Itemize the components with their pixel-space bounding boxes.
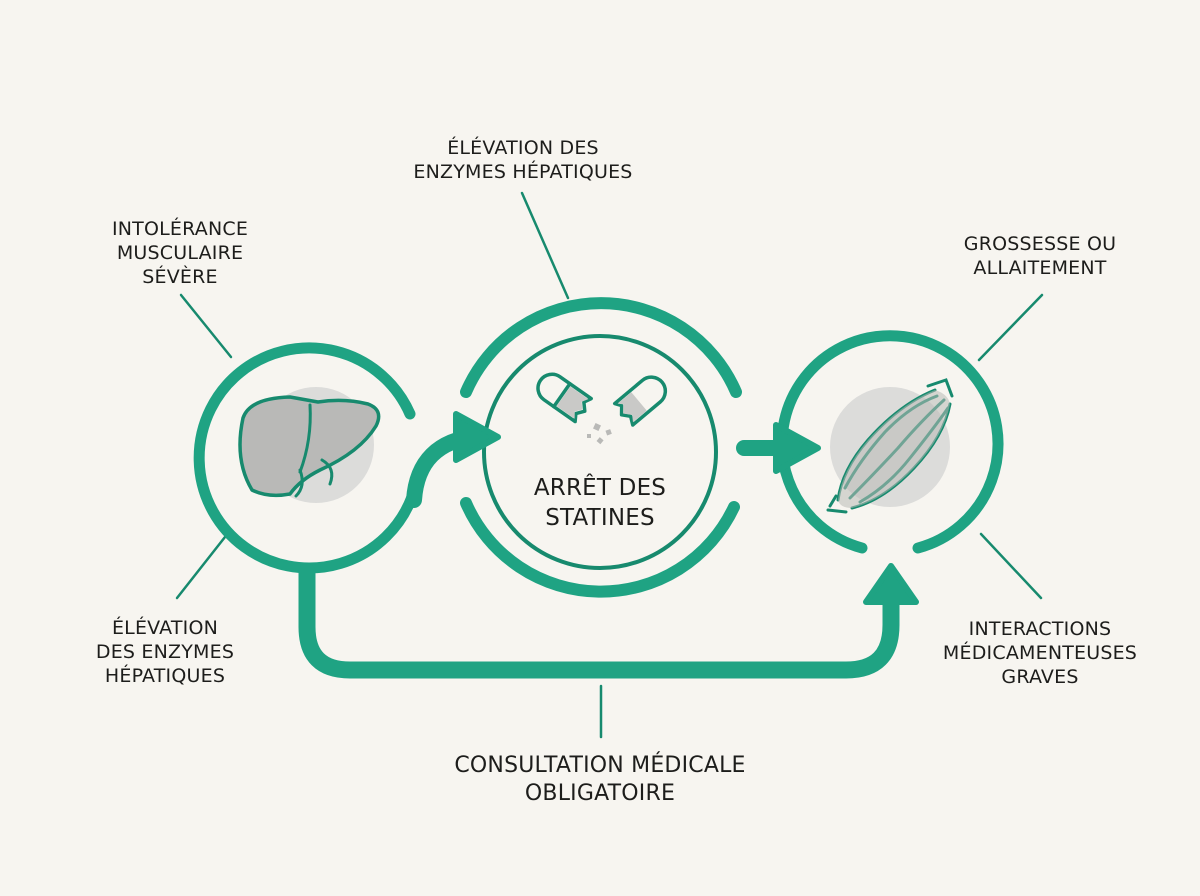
- center-inner-ring: [482, 334, 718, 570]
- label-center: ARRÊT DES STATINES: [500, 473, 700, 533]
- center-outer-ring-bottom: [460, 497, 740, 598]
- label-bottom-left-line-2: DES ENZYMES: [95, 641, 235, 663]
- label-bottom-right-line-2: MÉDICAMENTEUSES: [942, 642, 1138, 664]
- center-outer-ring-top: [460, 297, 742, 398]
- label-bottom-left-line-3: HÉPATIQUES: [104, 665, 226, 687]
- label-top-left-line-3: SÉVÈRE: [142, 266, 218, 288]
- broken-pill-icon: [536, 372, 668, 445]
- label-top-left: INTOLÉRANCE MUSCULAIRE SÉVÈRE: [85, 217, 275, 289]
- label-top-left-line-1: INTOLÉRANCE: [111, 218, 249, 240]
- muscle-icon: [826, 378, 954, 514]
- label-top-center: ÉLÉVATION DES ENZYMES HÉPATIQUES: [400, 136, 646, 184]
- left-circle: [193, 342, 418, 574]
- leader-line-top-right: [977, 293, 1044, 362]
- label-bottom-right-line-1: INTERACTIONS: [968, 618, 1112, 640]
- label-top-center-line-1: ÉLÉVATION DES: [447, 137, 599, 159]
- arrow-bypass: [298, 563, 900, 679]
- leader-line-bottom-right: [979, 532, 1043, 600]
- right-circle: [776, 330, 1004, 554]
- label-top-right: GROSSESSE OU ALLAITEMENT: [940, 232, 1140, 280]
- label-bottom-left-line-1: ÉLÉVATION: [111, 617, 219, 639]
- leader-lines: [175, 191, 1044, 739]
- label-top-left-line-2: MUSCULAIRE: [116, 242, 244, 264]
- label-bottom-line-1: CONSULTATION MÉDICALE: [454, 753, 746, 778]
- leader-line-bottom-left: [175, 535, 227, 600]
- arrow-head-left-to-center: [453, 411, 501, 463]
- label-top-right-line-2: ALLAITEMENT: [973, 257, 1107, 279]
- label-bottom-line-2: OBLIGATOIRE: [524, 781, 676, 806]
- label-bottom-right: INTERACTIONS MÉDICAMENTEUSES GRAVES: [940, 617, 1140, 689]
- arrow-head-bypass: [863, 563, 919, 605]
- label-center-line-1: ARRÊT DES: [533, 475, 667, 501]
- label-top-center-line-2: ENZYMES HÉPATIQUES: [413, 161, 633, 183]
- label-bottom-right-line-3: GRAVES: [1001, 666, 1079, 688]
- liver-icon: [238, 387, 381, 503]
- label-center-line-2: STATINES: [545, 505, 655, 531]
- label-bottom-left: ÉLÉVATION DES ENZYMES HÉPATIQUES: [70, 616, 260, 688]
- arrow-head-center-to-right: [773, 422, 821, 474]
- leader-line-top-center: [520, 191, 570, 300]
- label-bottom: CONSULTATION MÉDICALE OBLIGATOIRE: [430, 752, 770, 808]
- label-top-right-line-1: GROSSESSE OU: [963, 233, 1117, 255]
- leader-line-top-left: [179, 293, 233, 359]
